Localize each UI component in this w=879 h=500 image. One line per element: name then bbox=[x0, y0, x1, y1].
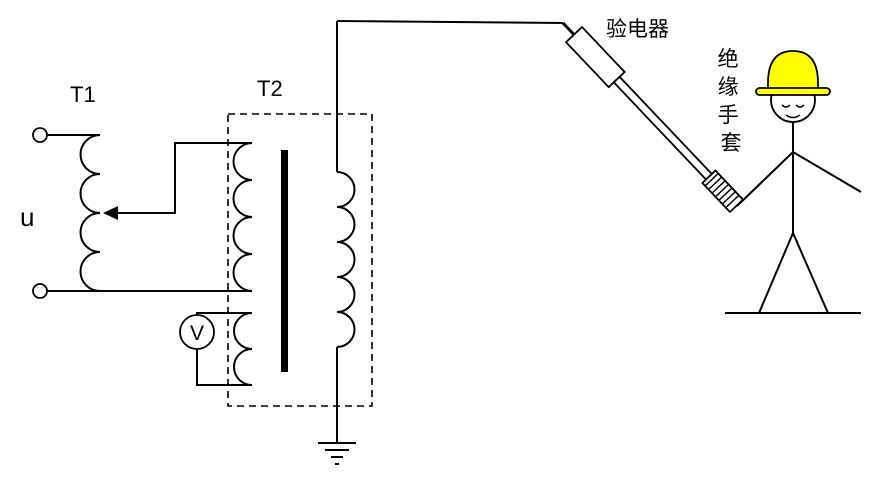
t2-label: T2 bbox=[257, 76, 283, 101]
t1-label: T1 bbox=[70, 82, 96, 107]
voltmeter-winding-coil bbox=[233, 312, 253, 386]
worker-mouth bbox=[785, 114, 801, 119]
voltmeter-label: V bbox=[190, 322, 204, 345]
worker-left-eye bbox=[781, 104, 791, 108]
t2-primary-coil bbox=[232, 142, 253, 292]
wiper-wire bbox=[116, 142, 252, 214]
input-voltage-label: u bbox=[20, 202, 34, 232]
electroscope-rod bbox=[561, 21, 745, 214]
voltmeter: V bbox=[179, 312, 252, 386]
wiper-arrow-icon bbox=[103, 206, 118, 220]
hard-hat-dome bbox=[767, 50, 819, 91]
worker-right-arm bbox=[792, 151, 862, 193]
t2-transformer: T2 bbox=[227, 76, 373, 407]
detector-grip-hatching bbox=[704, 172, 740, 209]
detector-shaft bbox=[612, 75, 714, 181]
gloves-label: 绝 缘 手 套 bbox=[718, 48, 745, 155]
voltmeter-wire-bottom bbox=[196, 349, 252, 386]
hard-hat-brim bbox=[755, 87, 831, 96]
detector-label: 验电器 bbox=[606, 18, 669, 41]
ground-symbol-icon bbox=[318, 442, 356, 465]
worker-left-leg bbox=[758, 232, 794, 314]
worker-left-arm bbox=[736, 151, 794, 207]
t1-terminal-bottom bbox=[32, 283, 48, 299]
voltmeter-dial bbox=[179, 314, 215, 350]
worker-right-leg bbox=[792, 232, 829, 314]
t2-dashed-box bbox=[227, 113, 373, 407]
t2-core-bar bbox=[281, 150, 288, 372]
t1-coil bbox=[79, 134, 101, 292]
output-wiring bbox=[318, 20, 564, 465]
detector-tip bbox=[561, 21, 576, 36]
t1-transformer: T1 u bbox=[20, 82, 252, 299]
worker-figure bbox=[725, 50, 862, 314]
t2-secondary-coil bbox=[336, 171, 356, 348]
worker-right-eye bbox=[795, 104, 805, 108]
hard-hat-icon bbox=[755, 50, 831, 96]
t1-terminal-top bbox=[32, 127, 48, 143]
hv-top-wire bbox=[336, 20, 564, 24]
